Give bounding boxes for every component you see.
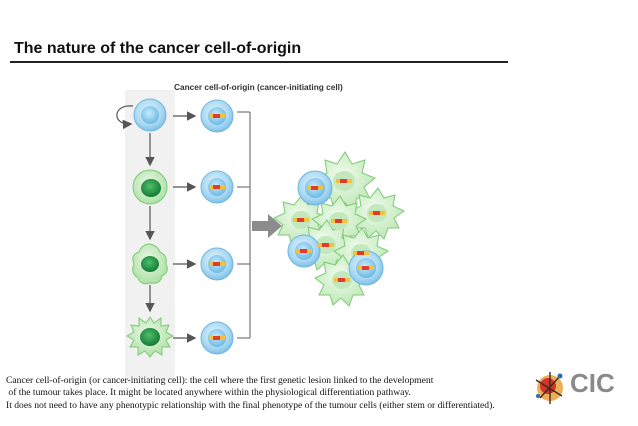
convergence-bracket — [237, 111, 251, 339]
self-renewal-arrow — [116, 105, 134, 130]
tumour-green-cells — [273, 151, 406, 307]
tumour-arrow — [252, 214, 282, 238]
transformed-cell-3 — [200, 247, 234, 281]
caption-line-1: Cancer cell-of-origin (or cancer-initiat… — [6, 375, 434, 386]
transformed-cell-1 — [200, 99, 234, 133]
caption-line-3: It does not need to have any phenotypic … — [6, 399, 495, 411]
logo-text: CIC — [570, 368, 615, 398]
title-underline — [10, 61, 508, 63]
cic-logo: CIC — [535, 368, 615, 404]
differentiated-cell — [125, 316, 175, 358]
tumour-blue-cells — [287, 170, 384, 286]
diagram-heading: Cancer cell-of-origin (cancer-initiating… — [174, 82, 343, 92]
transformed-cell-2 — [200, 170, 234, 204]
tumour-lesion-markers — [293, 179, 385, 282]
caption: Cancer cell-of-origin (or cancer-initiat… — [6, 375, 586, 412]
stem-cell — [133, 98, 167, 132]
tumour-mass — [273, 151, 406, 307]
caption-line-2: of the tumour takes place. It might be l… — [6, 387, 411, 399]
slide-title: The nature of the cancer cell-of-origin — [14, 40, 302, 57]
progenitor-cell — [132, 169, 168, 205]
differentiating-cell — [132, 243, 168, 285]
transformed-cell-4 — [200, 321, 234, 355]
